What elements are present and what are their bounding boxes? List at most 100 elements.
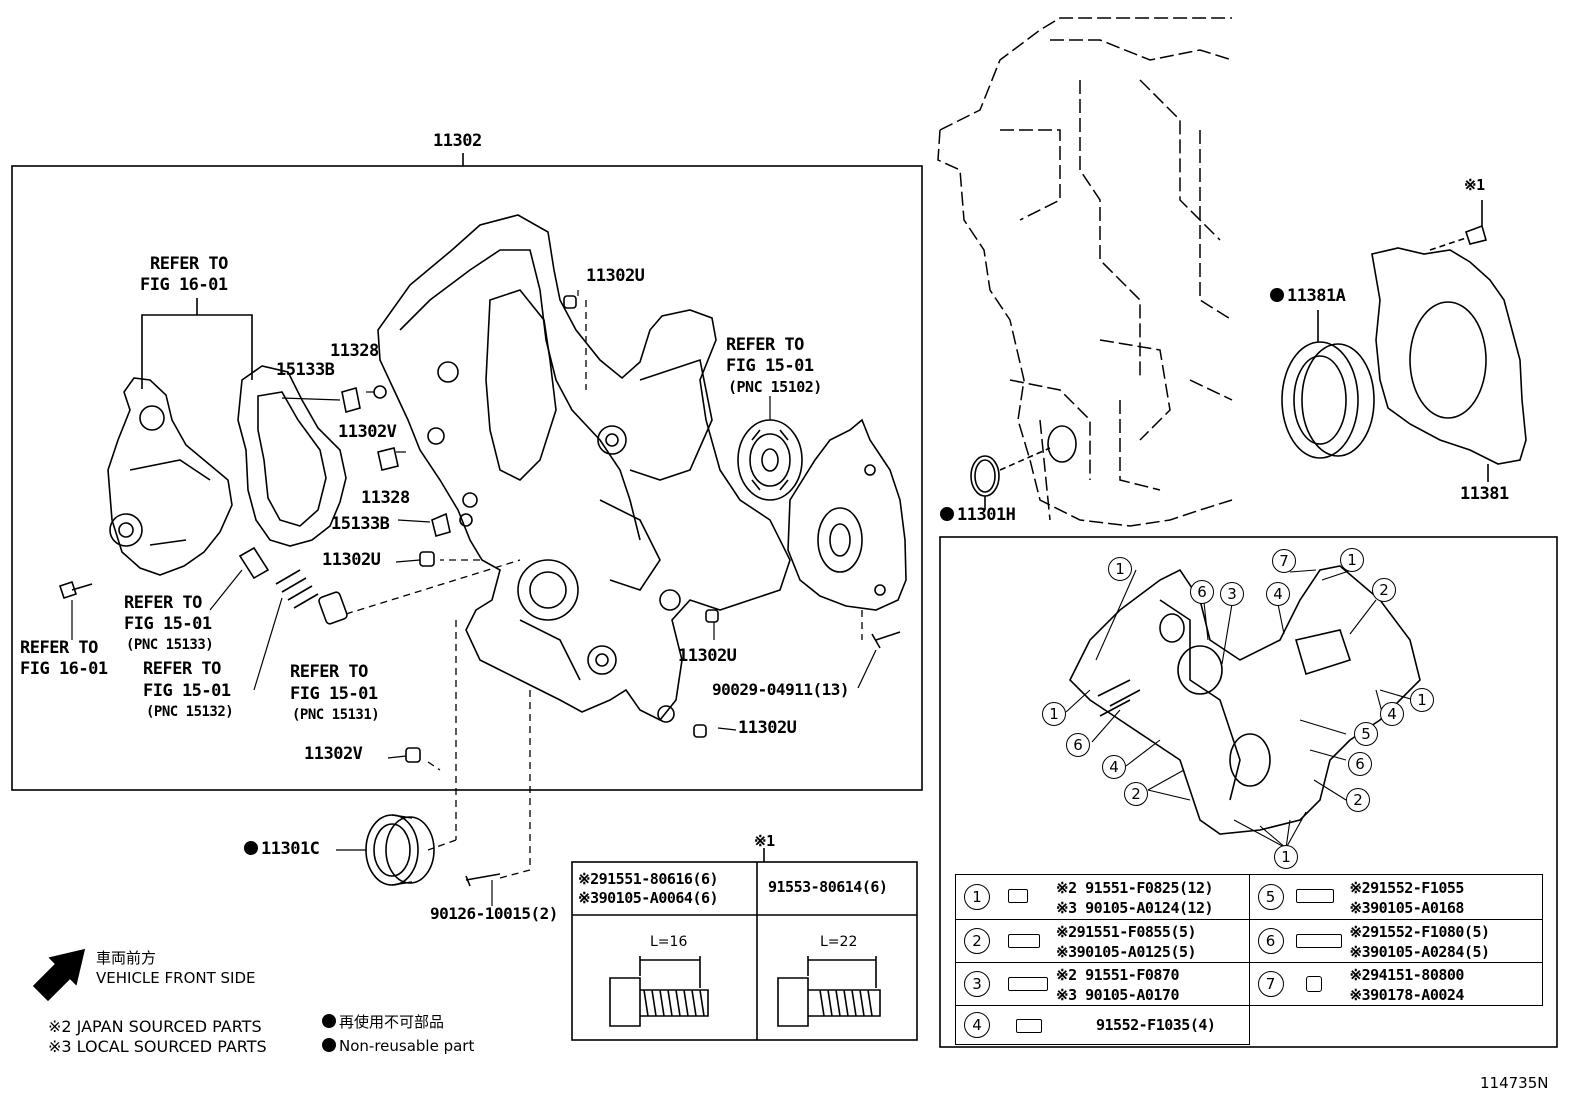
pos-2-line1: ※291551-F0855(5) (1056, 923, 1197, 941)
bolts-drawing (58, 580, 901, 887)
label-11381: 11381 (1460, 484, 1509, 504)
bolt-length-table (571, 848, 918, 1041)
refer-5-line1: REFER TO (143, 659, 221, 679)
label-11302V-b: 11302V (304, 744, 363, 764)
non-reusable-dot-icon (1270, 288, 1284, 302)
pos-7-line2: ※390178-A0024 (1349, 986, 1465, 1004)
oil-pump-drawing (737, 419, 803, 501)
non-reusable-jp-text: 再使用不可部品 (339, 1013, 445, 1031)
relief-valve-drawing (238, 546, 348, 625)
refer-6-line1: REFER TO (290, 662, 368, 682)
pos-1-line2: ※3 90105-A0124(12) (1056, 899, 1214, 917)
dashed-lines (345, 300, 863, 879)
label-11302U-b: 11302U (322, 550, 381, 570)
refer-1-line1: REFER TO (150, 254, 228, 274)
note-mark-1: ※1 (1464, 176, 1485, 194)
refer-3-line2: FIG 15-01 (124, 614, 212, 634)
bolt-pos-1-c: 1 (1410, 688, 1434, 712)
pos-row-2: 2 ※291551-F0855(5)※390105-A0125(5) (955, 919, 1250, 963)
rear-seal-ring-drawing (970, 425, 1077, 510)
label-11381A-text: 11381A (1287, 286, 1346, 306)
label-11302U-d: 11302U (738, 718, 797, 738)
non-reusable-en: Non-reusable part (322, 1038, 474, 1054)
bolt-pos-4-c: 4 (1102, 755, 1126, 779)
refer-6-line3: (PNC 15131) (292, 707, 380, 723)
refer-bracket (141, 314, 253, 389)
pos-num-4: 4 (964, 1012, 990, 1038)
bolt-icon (1008, 977, 1048, 991)
bolt-pos-5: 5 (1354, 722, 1378, 746)
pos-7-line1: ※294151-80800 (1349, 966, 1465, 984)
refer-3-line1: REFER TO (124, 593, 202, 613)
bolt-length-22: L=22 (820, 934, 858, 950)
front-side-en: VEHICLE FRONT SIDE (96, 969, 256, 987)
non-reusable-jp: 再使用不可部品 (322, 1014, 444, 1030)
pos-row-empty (1249, 1006, 1543, 1045)
non-reusable-dot-icon (940, 507, 954, 521)
bolt-table-left-line1: ※291551-80616(6) (578, 870, 719, 888)
refer-6-line2: FIG 15-01 (290, 684, 378, 704)
label-11301H: 11301H (940, 507, 1016, 524)
label-11328-a: 11328 (330, 341, 379, 361)
bolt-icon (1016, 1019, 1042, 1033)
water-pump-drawing (107, 377, 233, 576)
refer-5-line3: (PNC 15132) (146, 704, 234, 720)
bolt-icon (1295, 889, 1334, 903)
non-reusable-dot-icon (322, 1014, 336, 1028)
label-11302U-c: 11302U (678, 646, 737, 666)
label-11302V-a: 11302V (338, 422, 397, 442)
figure-id: 114735N (1480, 1074, 1549, 1092)
local-sourced-note: ※3 LOCAL SOURCED PARTS (48, 1037, 267, 1056)
pos-num-2: 2 (964, 928, 990, 954)
refer-5-line2: FIG 15-01 (143, 681, 231, 701)
pos-num-1: 1 (964, 884, 990, 910)
label-15133B-b: 15133B (331, 514, 390, 534)
bolt-pos-2-c: 2 (1346, 788, 1370, 812)
nut-icon (1305, 976, 1322, 992)
pos-5-line1: ※291552-F1055 (1349, 879, 1465, 897)
pos-4-line1: 91552-F1035(4) (1096, 1016, 1216, 1034)
bolt-pos-6-a: 6 (1190, 580, 1214, 604)
bolt-layout-leaders (1065, 569, 1415, 849)
bolt-pos-4-b: 4 (1380, 702, 1404, 726)
bolt-pos-4-a: 4 (1266, 582, 1290, 606)
non-reusable-dot-icon (322, 1038, 336, 1052)
oil-pump-cover-drawing (787, 418, 907, 611)
non-reusable-dot-icon (244, 841, 258, 855)
pos-row-4: 4 91552-F1035(4) (955, 1005, 1250, 1045)
pos-row-7: 7 ※294151-80800※390178-A0024 (1248, 962, 1543, 1006)
bolt-icon (1008, 934, 1040, 948)
label-90126: 90126-10015(2) (430, 904, 558, 923)
bolt-length-16: L=16 (650, 934, 688, 950)
pos-row-3: 3 ※2 91551-F0870 ※3 90105-A0170 (955, 962, 1250, 1006)
pos-row-6: 6 ※291552-F1080(5)※390105-A0284(5) (1248, 919, 1543, 963)
bolt-pos-6-b: 6 (1066, 733, 1090, 757)
refer-4-line1: REFER TO (20, 638, 98, 658)
refer-3-line3: (PNC 15133) (126, 637, 214, 653)
bolt-layout-frame (939, 536, 1558, 1048)
label-11302U-a: 11302U (586, 266, 645, 286)
timing-cover-drawing (377, 214, 791, 723)
label-15133B-a: 15133B (276, 360, 335, 380)
rear-oil-seal-drawing (1281, 310, 1375, 459)
bolt-pos-1-a: 1 (1108, 557, 1132, 581)
rear-retainer-drawing (1371, 200, 1527, 482)
pos-6-line1: ※291552-F1080(5) (1349, 923, 1491, 941)
leader-lines (71, 290, 877, 906)
pos-num-3: 3 (964, 971, 990, 997)
pos-3-line2: ※3 90105-A0170 (1056, 986, 1179, 1004)
bolt-icon (1008, 889, 1028, 903)
water-pump-gasket-drawing (237, 365, 347, 547)
engine-block-drawing (937, 17, 1233, 527)
front-side-jp: 車両前方 (96, 949, 157, 967)
refer-2-line2: FIG 15-01 (726, 356, 814, 376)
refer-2-line3: (PNC 15102) (728, 378, 822, 396)
pos-3-line1: ※2 91551-F0870 (1056, 966, 1179, 984)
bolt-table-right-line1: 91553-80614(6) (768, 878, 888, 896)
bolt-pos-6-c: 6 (1348, 752, 1372, 776)
bolt-table-note: ※1 (754, 832, 775, 850)
refer-1-line2: FIG 16-01 (140, 275, 228, 295)
non-reusable-en-text: Non-reusable part (339, 1037, 475, 1055)
front-oil-seal-drawing (365, 814, 435, 886)
bolt-pos-7: 7 (1272, 549, 1296, 573)
